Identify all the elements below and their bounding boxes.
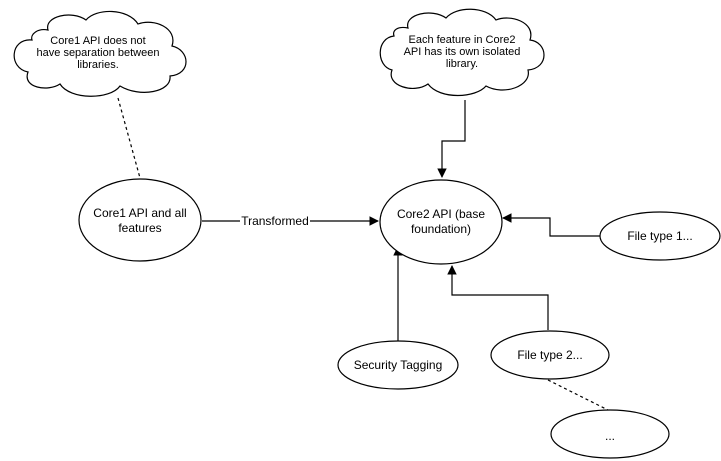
node-file-type-1-label: File type 1...	[627, 229, 692, 243]
edge-core2-note	[437, 100, 466, 178]
node-file-type-2-shape	[490, 330, 610, 380]
cloud-core2-note-line3: library.	[446, 58, 478, 70]
node-core2[interactable]: Core2 API (base foundation)	[379, 179, 503, 265]
node-security-tagging[interactable]: Security Tagging	[337, 340, 459, 390]
cloud-core1-note-shape	[13, 10, 187, 97]
node-ellipsis[interactable]: ...	[550, 409, 670, 459]
node-core2-shape	[379, 179, 503, 265]
node-core2-line1: Core2 API (base	[397, 207, 485, 221]
edge-transformed-label-bg	[240, 213, 310, 229]
edge-file-type-1	[502, 213, 600, 237]
node-file-type-1[interactable]: File type 1...	[599, 211, 721, 261]
node-security-tagging-label: Security Tagging	[354, 358, 443, 372]
node-core1[interactable]: Core1 API and all features	[78, 178, 202, 262]
node-file-type-2[interactable]: File type 2...	[490, 330, 610, 380]
node-file-type-1-shape	[599, 211, 721, 261]
node-core2-line2: foundation)	[411, 222, 471, 236]
cloud-core1-note[interactable]: Core1 API does not have separation betwe…	[13, 10, 187, 97]
edge-file-type-2-ellipsis	[547, 379, 609, 411]
edge-file-type-2	[447, 265, 549, 330]
cloud-core2-note-shape	[379, 8, 545, 96]
node-security-tagging-shape	[337, 340, 459, 390]
edge-transformed-label: Transformed	[241, 214, 309, 228]
node-file-type-2-label: File type 2...	[517, 348, 582, 362]
node-core1-line1: Core1 API and all	[93, 206, 186, 220]
cloud-core1-note-line2: have separation between	[37, 47, 160, 59]
cloud-core2-note[interactable]: Each feature in Core2 API has its own is…	[379, 8, 545, 96]
edge-core1-note	[117, 97, 141, 179]
node-core1-shape	[78, 178, 202, 262]
cloud-core2-note-line1: Each feature in Core2	[408, 34, 515, 46]
cloud-core1-note-line3: libraries.	[77, 59, 119, 71]
node-core1-line2: features	[118, 221, 161, 235]
cloud-core1-note-line1: Core1 API does not	[50, 35, 145, 47]
node-ellipsis-shape	[550, 409, 670, 459]
node-ellipsis-label: ...	[605, 429, 615, 443]
cloud-core2-note-line2: API has its own isolated	[404, 46, 521, 58]
